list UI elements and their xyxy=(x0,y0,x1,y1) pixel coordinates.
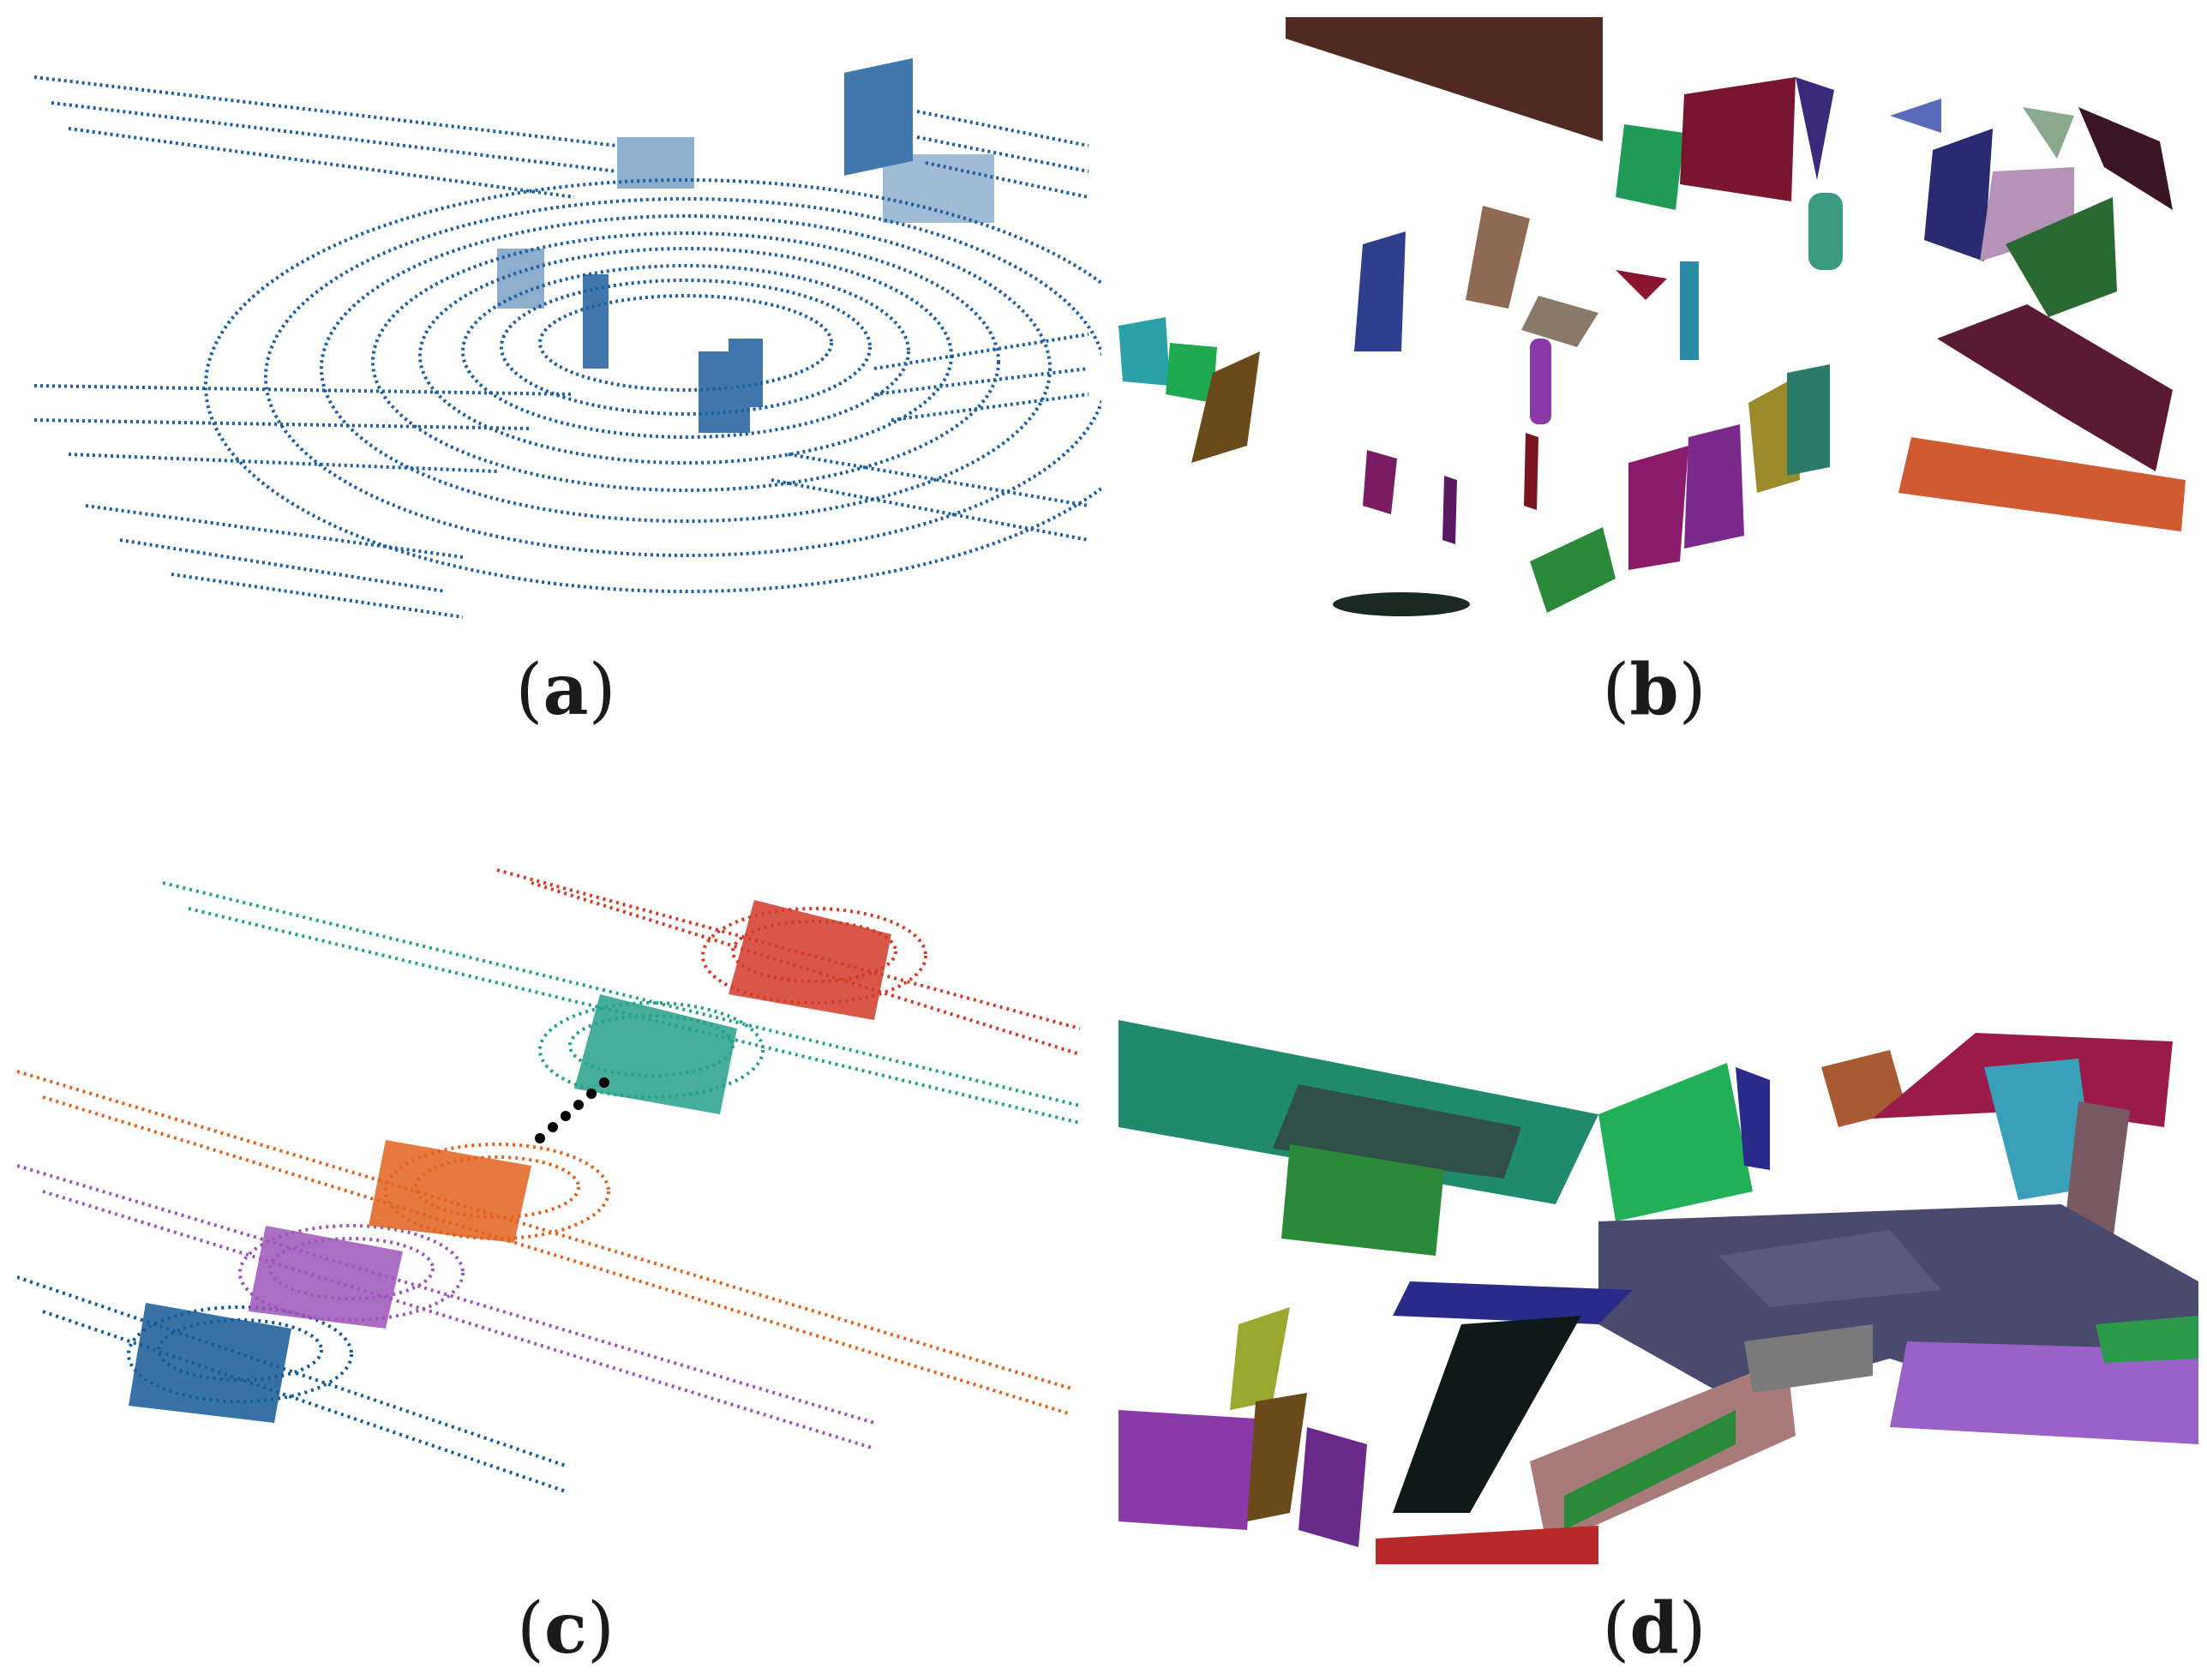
caption-b: (b) xyxy=(1602,649,1706,731)
panel-d-merged-primitive-map xyxy=(1118,999,2198,1564)
panel-c-scan-sequence xyxy=(17,866,1101,1517)
primitive-mesh xyxy=(1118,17,2186,616)
panel-b-fitted-primitives xyxy=(1118,13,2198,630)
sequence-gap-dots xyxy=(535,1077,609,1143)
panel-a-point-cloud xyxy=(17,26,1101,626)
multi-scan-point-cloud xyxy=(17,868,1081,1493)
caption-c: (c) xyxy=(517,1587,615,1670)
merged-mesh xyxy=(1118,1020,2198,1564)
caption-d: (d) xyxy=(1602,1587,1706,1670)
caption-a: (a) xyxy=(515,649,616,731)
point-cloud-scan xyxy=(33,57,1101,619)
